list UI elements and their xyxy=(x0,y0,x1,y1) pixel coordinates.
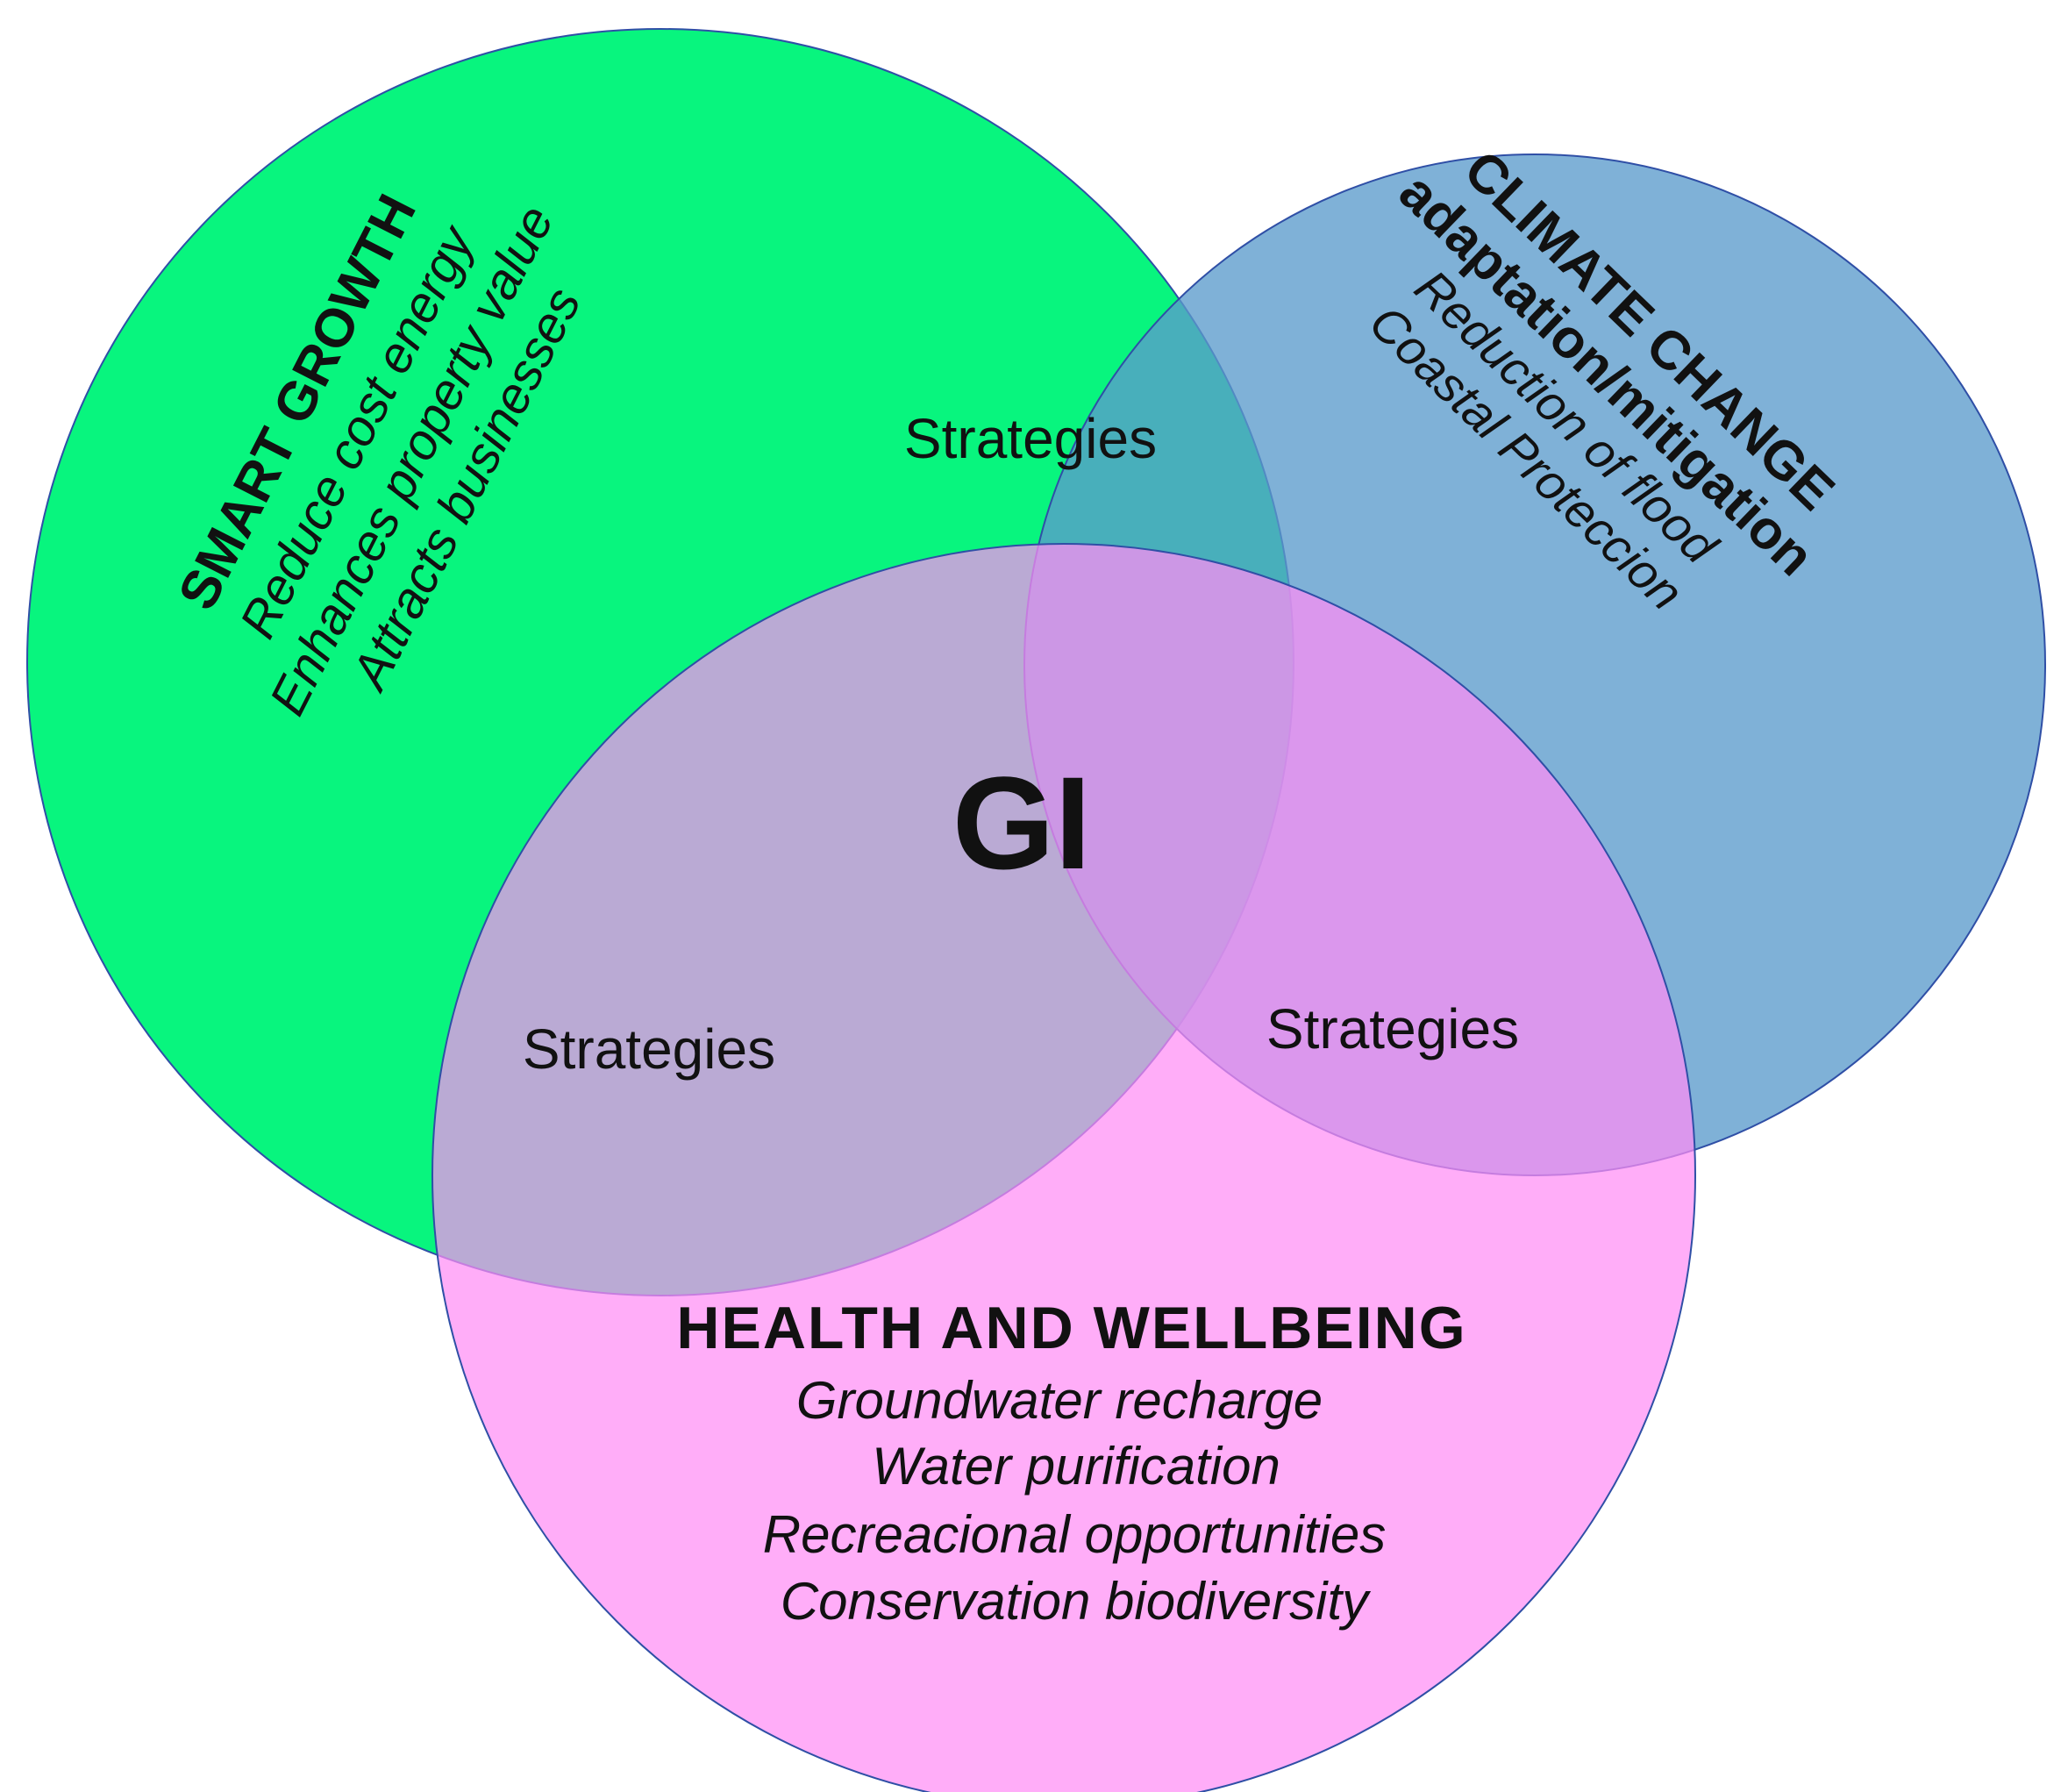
strategies-label-left: Strategies xyxy=(523,1017,775,1081)
strategies-label-top: Strategies xyxy=(904,407,1157,470)
health-item: Water purification xyxy=(872,1437,1280,1496)
strategies-label-right: Strategies xyxy=(1266,997,1519,1060)
health-item: Conservation biodiversity xyxy=(781,1572,1372,1631)
health-item: Groundwater recharge xyxy=(796,1371,1323,1430)
health-wellbeing-circle xyxy=(431,543,1696,1792)
health-wellbeing-title: HEALTH AND WELLBEING xyxy=(676,1295,1466,1361)
health-item: Recreacional opportunities xyxy=(763,1505,1386,1564)
center-gi-label: GI xyxy=(952,749,1091,896)
